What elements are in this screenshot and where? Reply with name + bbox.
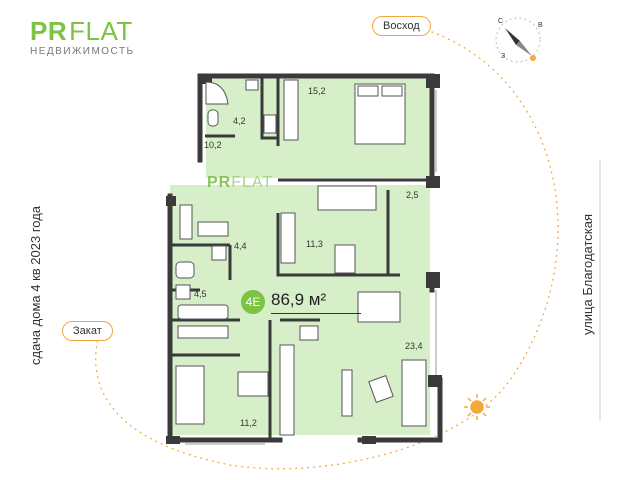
room-area-hall: 10,2 bbox=[204, 140, 222, 150]
room-area-living-kitchen: 23,4 bbox=[405, 341, 423, 351]
sun-icon bbox=[464, 394, 490, 420]
room-area-corridor: 4,4 bbox=[234, 241, 247, 251]
compass-icon bbox=[495, 17, 541, 63]
room-area-balcony: 2,5 bbox=[406, 190, 419, 200]
delivery-date-text: сдача дома 4 кв 2023 года bbox=[28, 205, 43, 365]
watermark-pr: PR bbox=[207, 174, 232, 191]
compass-north: С bbox=[498, 18, 504, 25]
watermark-flat: FLAT bbox=[231, 174, 274, 191]
logo-flat-text: FLAT bbox=[69, 16, 133, 46]
street-name-text: улица Благодатская bbox=[580, 213, 595, 335]
logo-subtitle: НЕДВИЖИМОСТЬ bbox=[30, 46, 135, 57]
brand-logo: PR FLAT НЕДВИЖИМОСТЬ bbox=[30, 18, 135, 57]
compass-west: З bbox=[501, 53, 506, 60]
room-area-bedroom-small: 11,2 bbox=[240, 418, 257, 428]
room-area-bathroom-bottom: 4,5 bbox=[194, 289, 207, 299]
total-area-underline bbox=[271, 313, 361, 314]
room-area-bathroom-top: 4,2 bbox=[233, 116, 246, 126]
room-area-bedroom-middle: 11,3 bbox=[306, 239, 323, 249]
logo-pr-text: PR bbox=[30, 16, 68, 46]
sun-path bbox=[95, 27, 559, 470]
sunset-label: Закат bbox=[62, 321, 113, 341]
total-area: 86,9 м² bbox=[271, 290, 327, 309]
unit-code-badge: 4E bbox=[241, 290, 265, 314]
sunrise-label: Восход bbox=[372, 16, 431, 36]
compass-east: В bbox=[538, 22, 543, 29]
room-area-bedroom-master: 15,2 bbox=[308, 86, 326, 96]
plan-watermark-logo: PRFLAT bbox=[207, 174, 273, 192]
